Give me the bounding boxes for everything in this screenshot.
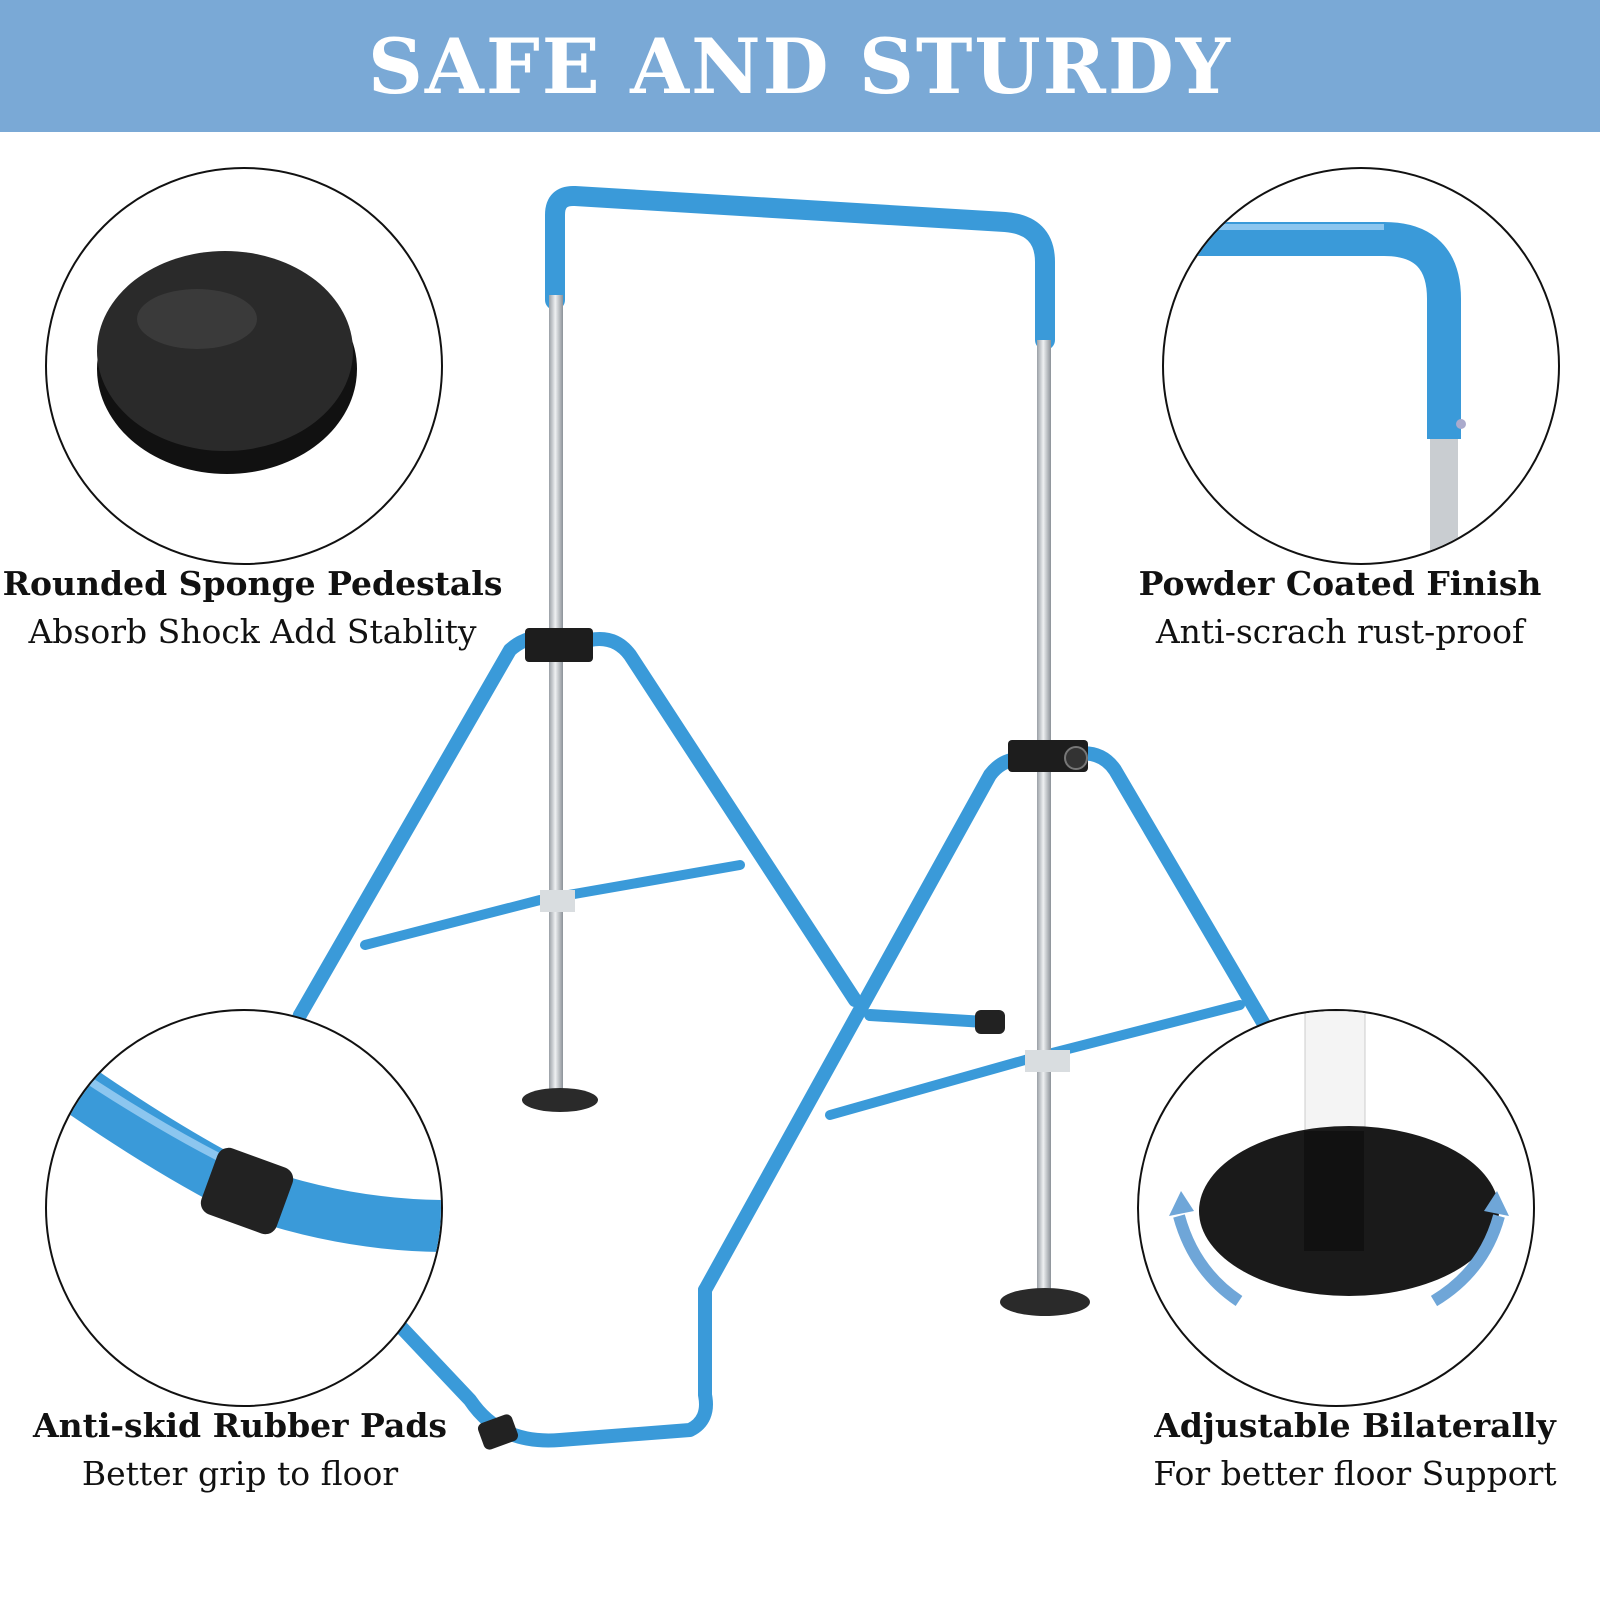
page-title: SAFE AND STURDY [367, 21, 1233, 111]
feature-title: Adjustable Bilaterally [1154, 1406, 1556, 1445]
coating-detail-circle [1162, 167, 1560, 565]
pedestal-detail-circle [45, 167, 443, 565]
feature-title: Powder Coated Finish [1138, 564, 1542, 603]
feature-subtitle: For better floor Support [1153, 1454, 1557, 1493]
coated-tube-corner-icon [1194, 222, 1466, 563]
feature-subtitle: Anti-scrach rust-proof [1155, 612, 1525, 651]
feature-subtitle: Better grip to floor [81, 1454, 399, 1493]
adjustable-foot-icon [1169, 1011, 1509, 1307]
feature-caption-rubber-pads: Anti-skid Rubber Pads Better grip to flo… [0, 1402, 480, 1498]
title-banner: SAFE AND STURDY [0, 0, 1600, 132]
rubber-pad-tube-icon [52, 1059, 441, 1252]
feature-subtitle: Absorb Shock Add Stablity [28, 612, 477, 651]
rubber-pad-detail-circle [45, 1009, 443, 1407]
feature-caption-pedestals: Rounded Sponge Pedestals Absorb Shock Ad… [0, 560, 505, 656]
feature-caption-adjustable: Adjustable Bilaterally For better floor … [1120, 1402, 1590, 1498]
feature-caption-coating: Powder Coated Finish Anti-scrach rust-pr… [1120, 560, 1560, 656]
feature-title: Anti-skid Rubber Pads [32, 1406, 447, 1445]
adjustable-foot-detail-circle [1137, 1009, 1535, 1407]
rubber-pedestal-icon [97, 251, 357, 474]
feature-title: Rounded Sponge Pedestals [2, 564, 503, 603]
